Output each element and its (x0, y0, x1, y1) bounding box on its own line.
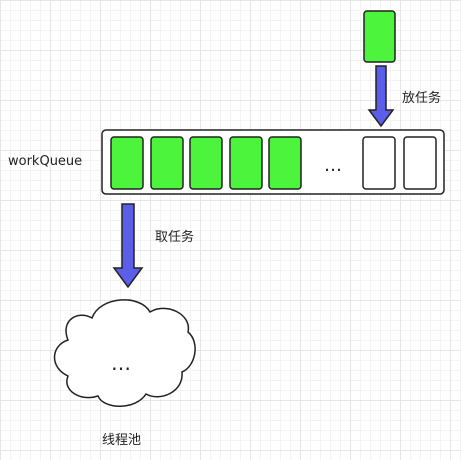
thread-pool-label: 线程池 (102, 433, 142, 448)
queue-slot-filled (268, 136, 302, 190)
pool-ellipsis: … (111, 351, 132, 375)
queue-slot-filled (110, 136, 144, 190)
incoming-task-block (363, 10, 396, 63)
work-queue-label: workQueue (8, 154, 83, 169)
thread-pool-cloud-icon (53, 299, 196, 407)
queue-slot-filled (189, 136, 223, 190)
queue-slots (110, 136, 437, 190)
put-task-arrow-icon (367, 65, 395, 128)
queue-slot-filled (150, 136, 184, 190)
queue-slot-empty (403, 136, 437, 190)
queue-ellipsis: … (324, 155, 343, 176)
put-task-label: 放任务 (402, 91, 442, 106)
take-task-label: 取任务 (155, 230, 195, 245)
take-task-arrow-icon (112, 203, 144, 289)
queue-slot-filled (229, 136, 263, 190)
queue-slot-empty (362, 136, 396, 190)
